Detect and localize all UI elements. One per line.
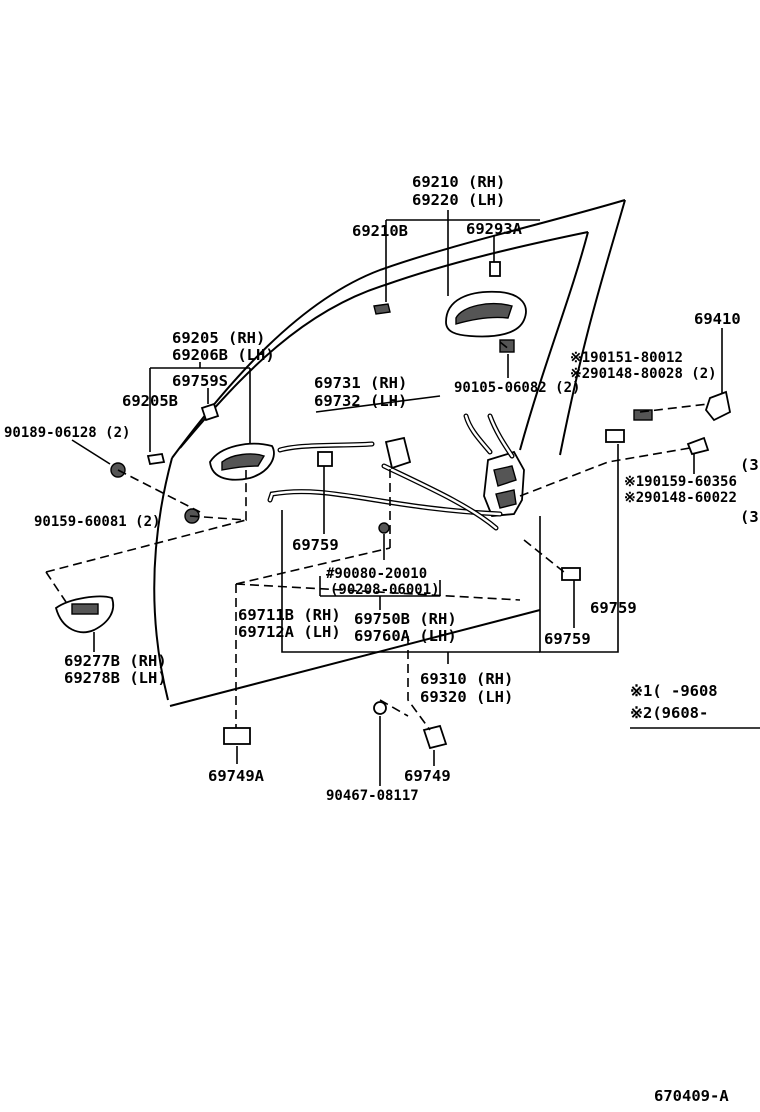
clip-69749	[422, 724, 448, 750]
bolt-90105-06082	[499, 339, 515, 353]
door-outline	[153, 199, 626, 707]
inside-handle-69205	[209, 442, 275, 481]
label-69206B: 69206B (LH)	[172, 346, 275, 364]
label-69731: 69731 (RH)	[314, 374, 407, 392]
label-69293A: 69293A	[466, 220, 523, 238]
label-69749: 69749	[404, 767, 451, 785]
handle-bezel-69277B	[54, 595, 115, 634]
clip-69759-center	[317, 451, 333, 467]
screw-69210B	[373, 303, 391, 315]
label-69732: 69732 (LH)	[314, 392, 407, 410]
label-69210: 69210 (RH)	[412, 173, 505, 191]
clip-90467-08117	[373, 701, 387, 715]
grommet-69759-right	[561, 567, 581, 581]
label-69712A: 69712A (LH)	[238, 623, 341, 641]
label-69205: 69205 (RH)	[172, 329, 265, 347]
label-69759-lower: 69759	[544, 630, 591, 648]
screw-69205B	[146, 452, 166, 466]
label-69749A: 69749A	[208, 767, 265, 785]
label-69759S: 69759S	[172, 372, 228, 390]
label-90159-60081: 90159-60081 (2)	[34, 514, 160, 530]
label-69759-center: 69759	[292, 536, 339, 554]
label-69310: 69310 (RH)	[420, 670, 513, 688]
label-90189-06128: 90189-06128 (2)	[4, 425, 130, 441]
legend-row-2: ※2(9608-	[630, 704, 708, 722]
leader-lines	[71, 210, 760, 786]
lock-cylinder-rod	[463, 413, 515, 459]
label-69277B: 69277B (RH)	[64, 652, 167, 670]
door-lock-control-rod-69731	[277, 441, 375, 453]
label-69760A: 69760A (LH)	[354, 627, 457, 645]
part-labels: 69210 (RH) 69220 (LH) 69210B 69293A 6941…	[4, 173, 760, 804]
applicability-legend: ※1( -9608 ※2(9608-	[630, 682, 718, 722]
clip-90080-20010	[378, 522, 390, 534]
label-69278B: 69278B (LH)	[64, 669, 167, 687]
label-90148-80028: ※290148-80028 (2)	[570, 366, 717, 382]
label-69210B: 69210B	[352, 222, 408, 240]
label-90105-06082: 90105-06082 (2)	[454, 380, 580, 396]
bracket-69410	[704, 390, 732, 422]
label-60356-qty: (3)	[740, 456, 760, 474]
link-rod-69711B	[267, 463, 503, 531]
label-60022-qty: (3)	[740, 508, 760, 526]
label-90148-60022: ※290148-60022	[624, 490, 737, 506]
label-69759-right: 69759	[590, 599, 637, 617]
label-90151-80012: ※190151-80012	[570, 350, 683, 366]
label-90467-08117: 90467-08117	[326, 788, 419, 804]
assembly-dashed-lines	[45, 341, 709, 731]
label-69410: 69410	[694, 310, 741, 328]
clip-69759-upper	[605, 429, 625, 443]
bracket-69749A	[223, 727, 251, 745]
screw-90148-80028	[633, 409, 653, 421]
outside-handle-69210	[445, 290, 527, 338]
label-69220: 69220 (LH)	[412, 191, 505, 209]
screw-90159-60356	[686, 436, 710, 456]
label-90208-06001: (90208-06001)	[330, 582, 440, 598]
bellcrank-69750B	[384, 436, 412, 470]
clip-69759S	[200, 402, 220, 422]
label-69320: 69320 (LH)	[420, 688, 513, 706]
label-69750B: 69750B (RH)	[354, 610, 457, 628]
clip-69293A	[489, 261, 501, 277]
label-90159-60356: ※190159-60356	[624, 474, 737, 490]
door-lock-assembly-69310	[483, 450, 525, 517]
label-69205B: 69205B	[122, 392, 178, 410]
figure-id: 670409-A	[654, 1087, 729, 1105]
legend-row-1: ※1( -9608	[630, 682, 718, 700]
label-90080-20010: #90080-20010	[326, 566, 427, 582]
label-69711B: 69711B (RH)	[238, 606, 341, 624]
